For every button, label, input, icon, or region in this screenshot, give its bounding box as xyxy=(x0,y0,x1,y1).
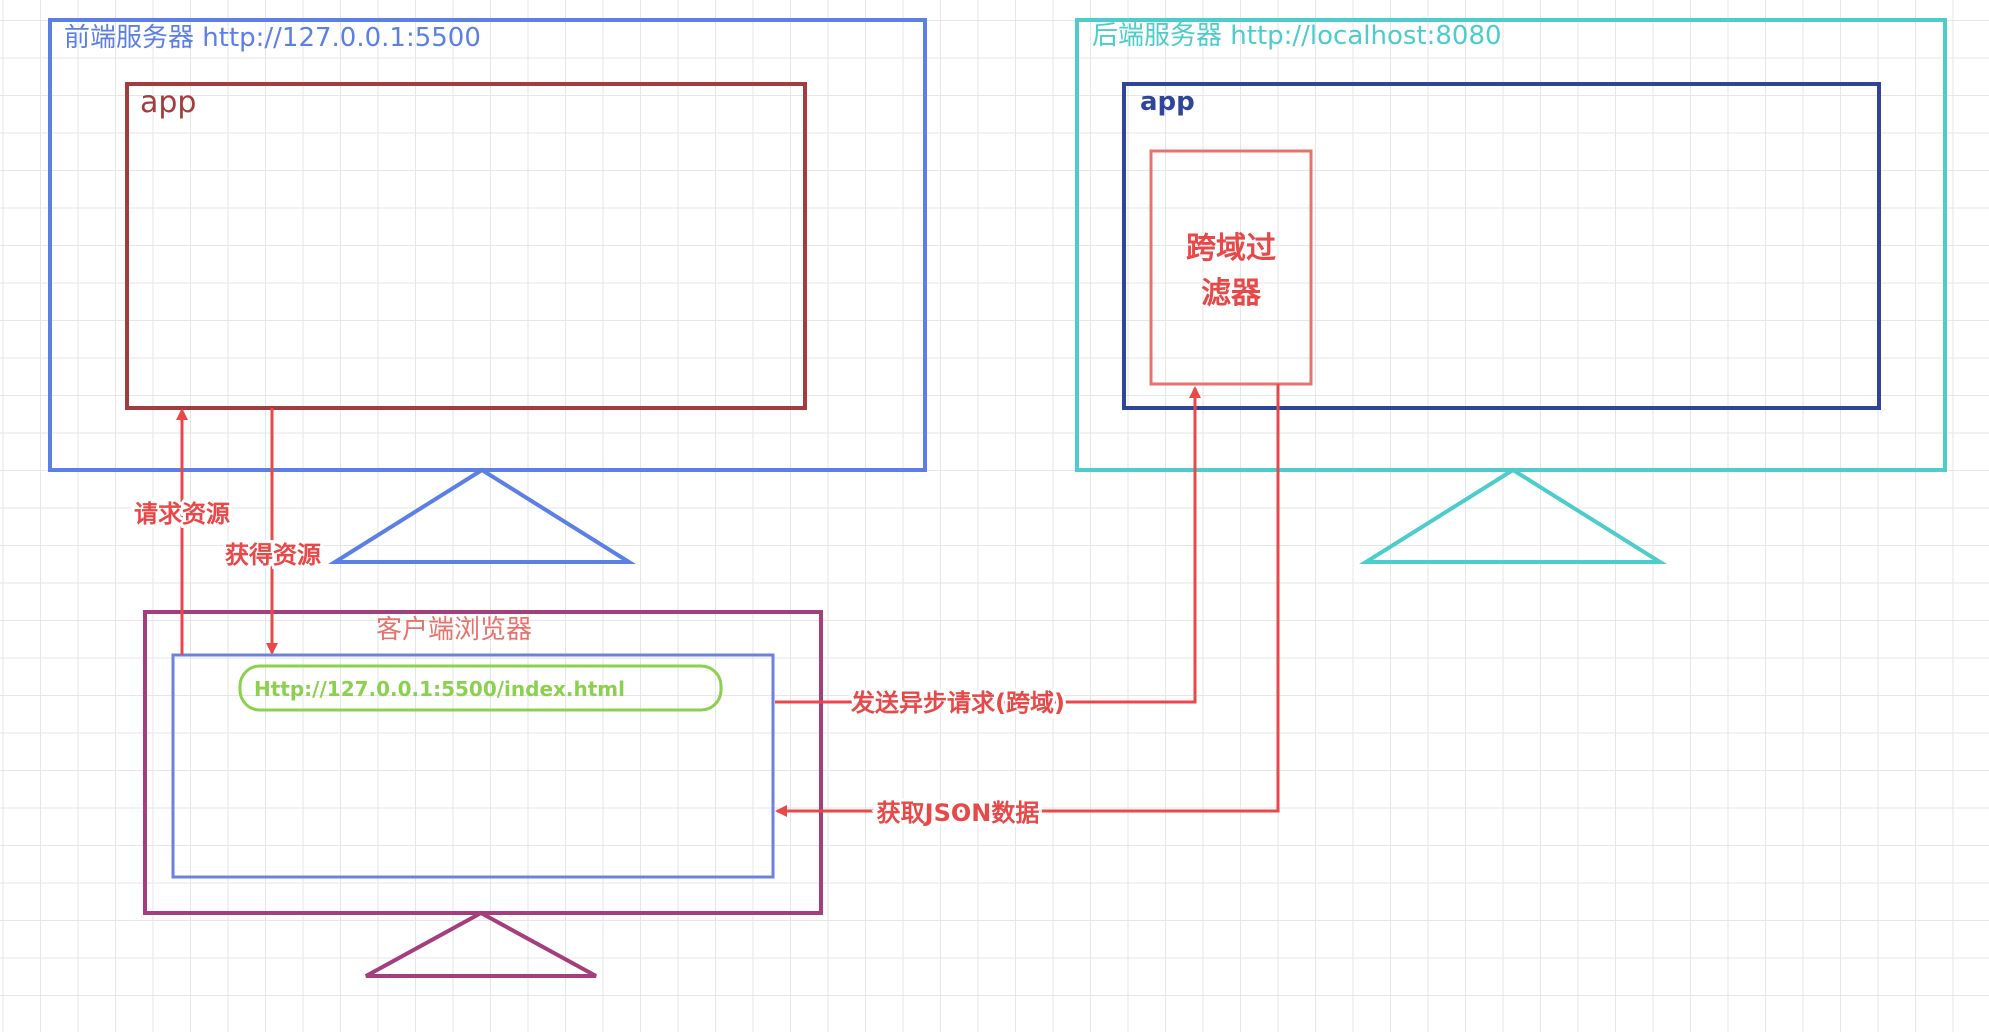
frontend-server: 前端服务器 http://127.0.0.1:5500 app xyxy=(48,18,927,564)
request-resource-label: 请求资源 xyxy=(134,500,230,528)
cors-filter-box xyxy=(1149,149,1313,386)
frontend-server-frame xyxy=(48,18,927,472)
backend-server-stand xyxy=(1359,467,1667,564)
frontend-server-title: 前端服务器 http://127.0.0.1:5500 xyxy=(64,23,481,53)
backend-app-label: app xyxy=(1140,87,1195,117)
get-json-label: 获取JSON数据 xyxy=(877,799,1040,827)
cors-filter-label-line1: 跨域过 xyxy=(1186,231,1276,266)
client-browser-title: 客户端浏览器 xyxy=(376,615,532,645)
arrows: 请求资源 获得资源 发送异步请求(跨域) 获取JSON数据 xyxy=(131,384,1280,830)
get-json-arrow xyxy=(775,384,1280,817)
get-resource-label: 获得资源 xyxy=(225,541,321,569)
client-browser: 客户端浏览器 Http://127.0.0.1:5500/index.html xyxy=(143,610,823,978)
frontend-app-box xyxy=(125,82,807,410)
frontend-app-label: app xyxy=(140,85,196,120)
browser-url-text: Http://127.0.0.1:5500/index.html xyxy=(254,677,625,701)
client-browser-stand xyxy=(365,910,597,978)
async-request-label: 发送异步请求(跨域) xyxy=(850,689,1065,717)
client-browser-frame xyxy=(143,610,823,915)
async-request-arrow xyxy=(775,386,1201,704)
frontend-server-stand xyxy=(328,467,636,564)
backend-server: 后端服务器 http://localhost:8080 app 跨域过 滤器 xyxy=(1075,18,1947,564)
backend-app-box xyxy=(1122,82,1881,410)
cors-filter-label-line2: 滤器 xyxy=(1201,276,1262,311)
backend-server-title: 后端服务器 http://localhost:8080 xyxy=(1092,21,1502,51)
browser-viewport xyxy=(171,653,775,879)
browser-url-bar[interactable] xyxy=(238,664,723,712)
